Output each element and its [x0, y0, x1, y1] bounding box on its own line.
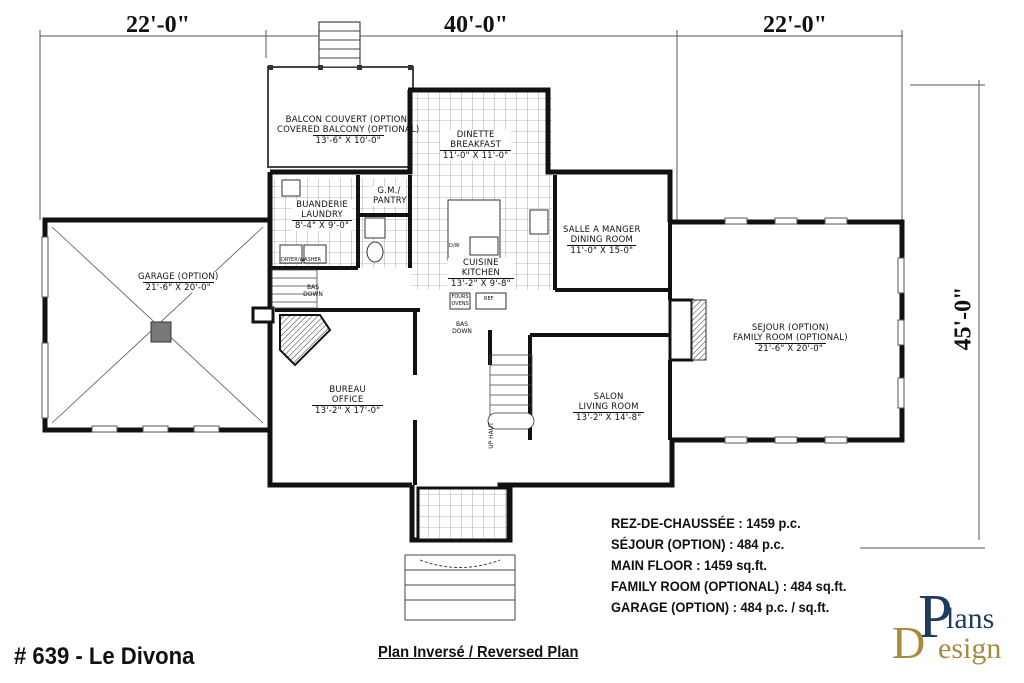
- room-label-en: COVERED BALCONY (OPTIONAL): [277, 125, 420, 135]
- dimension-right: 22'-0": [763, 12, 827, 38]
- area-line: REZ-DE-CHAUSSÉE : 1459 p.c.: [611, 515, 801, 531]
- label-ref: REF.: [484, 296, 495, 302]
- logo-letter-p: P: [918, 583, 953, 651]
- room-size: 13'-2" X 14'-8": [573, 412, 645, 423]
- dimension-vertical: 45'-0": [950, 286, 977, 351]
- plan-title: # 639 - Le Divona: [14, 643, 195, 670]
- room-label-en: DINING ROOM: [570, 235, 633, 245]
- plans-design-logo: P lans D esign: [890, 583, 1020, 678]
- room-office: BUREAU OFFICE 13'-2" X 17'-0": [312, 385, 384, 416]
- front-entrance: [404, 486, 516, 621]
- room-covered-balcony: BALCON COUVERT (OPTION) COVERED BALCONY …: [277, 115, 419, 146]
- room-size: 11'-0" X 15-0": [567, 245, 637, 256]
- label-dishwasher: D/W: [449, 243, 460, 249]
- room-label-en: FAMILY ROOM (OPTIONAL): [733, 333, 848, 343]
- fireplace-office: [251, 306, 332, 367]
- label-four-ovens: FOURS OVENS: [451, 294, 469, 307]
- logo-letter-d: D: [892, 617, 926, 668]
- room-pantry: G.M./ PANTRY: [373, 186, 407, 206]
- logo-text-lans: lans: [946, 602, 995, 635]
- room-label-fr: BALCON COUVERT (OPTION): [285, 115, 411, 125]
- fireplace-family: [668, 298, 707, 362]
- room-size: 8'-4" X 9'-0": [292, 220, 353, 231]
- stairs: [271, 269, 535, 430]
- room-label-fr: CUISINE: [463, 258, 499, 268]
- room-size: 21'-6" X 20'-0": [754, 343, 827, 354]
- room-label-en: LIVING ROOM: [578, 402, 639, 412]
- room-size: 13'-6" X 10'-0": [312, 135, 384, 146]
- room-size: 21'-6" X 20'-0": [142, 282, 214, 293]
- room-laundry: BUANDERIE LAUNDRY 8'-4" X 9'-0": [292, 200, 353, 231]
- room-family: SEJOUR (OPTION) FAMILY ROOM (OPTIONAL) 2…: [733, 323, 848, 354]
- garage: [41, 217, 273, 433]
- area-line: FAMILY ROOM (OPTIONAL) : 484 sq.ft.: [611, 578, 847, 594]
- dimension-left: 22'-0": [126, 12, 190, 38]
- kitchen-island: [447, 199, 549, 310]
- room-label-en: OFFICE: [331, 395, 364, 405]
- room-size: 13'-2" X 17'-0": [312, 405, 384, 416]
- label-bas-down-hall: BAS DOWN: [452, 321, 472, 335]
- room-kitchen: CUISINE KITCHEN 13'-2" X 9'-8": [448, 258, 514, 289]
- area-line: SÉJOUR (OPTION) : 484 p.c.: [611, 536, 785, 552]
- room-label-en: KITCHEN: [461, 268, 500, 278]
- label-up-haut: UP HAUT: [487, 422, 495, 449]
- room-label-fr: SEJOUR (OPTION): [751, 323, 829, 333]
- label-bas-down-laundry: BAS DOWN: [303, 284, 323, 298]
- label-dryer-washer: DRYER/WASHER: [281, 257, 322, 263]
- area-line: GARAGE (OPTION) : 484 p.c. / sq.ft.: [611, 599, 830, 615]
- room-living: SALON LIVING ROOM 13'-2" X 14'-8": [573, 392, 645, 423]
- area-line: MAIN FLOOR : 1459 sq.ft.: [611, 557, 768, 573]
- room-size: 11'-0" X 11'-0": [440, 150, 512, 161]
- room-dining: SALLE A MANGER DINING ROOM 11'-0" X 15-0…: [563, 225, 641, 256]
- dimension-center: 40'-0": [444, 12, 508, 38]
- laundry-fixtures: [279, 179, 386, 264]
- room-label-fr: BUANDERIE: [296, 200, 348, 210]
- reversed-plan-label: Plan Inversé / Reversed Plan: [378, 644, 579, 661]
- room-label-en: LAUNDRY: [301, 210, 343, 220]
- room-label-fr: SALON: [593, 392, 624, 402]
- logo-text-esign: esign: [938, 632, 1002, 665]
- room-label-fr: BUREAU: [329, 385, 366, 395]
- room-size: 13'-2" X 9'-8": [448, 278, 514, 289]
- area-summary: REZ-DE-CHAUSSÉE : 1459 p.c. SÉJOUR (OPTI…: [611, 513, 867, 618]
- room-breakfast: DINETTE BREAKFAST 11'-0" X 11'-0": [440, 130, 512, 161]
- room-label-en: BREAKFAST: [450, 140, 502, 150]
- room-label-fr: SALLE A MANGER: [563, 225, 641, 235]
- room-label-fr: DINETTE: [456, 130, 495, 140]
- room-garage: GARAGE (OPTION) 21'-6" X 20'-0": [138, 272, 219, 293]
- room-label-fr: GARAGE (OPTION): [138, 272, 219, 282]
